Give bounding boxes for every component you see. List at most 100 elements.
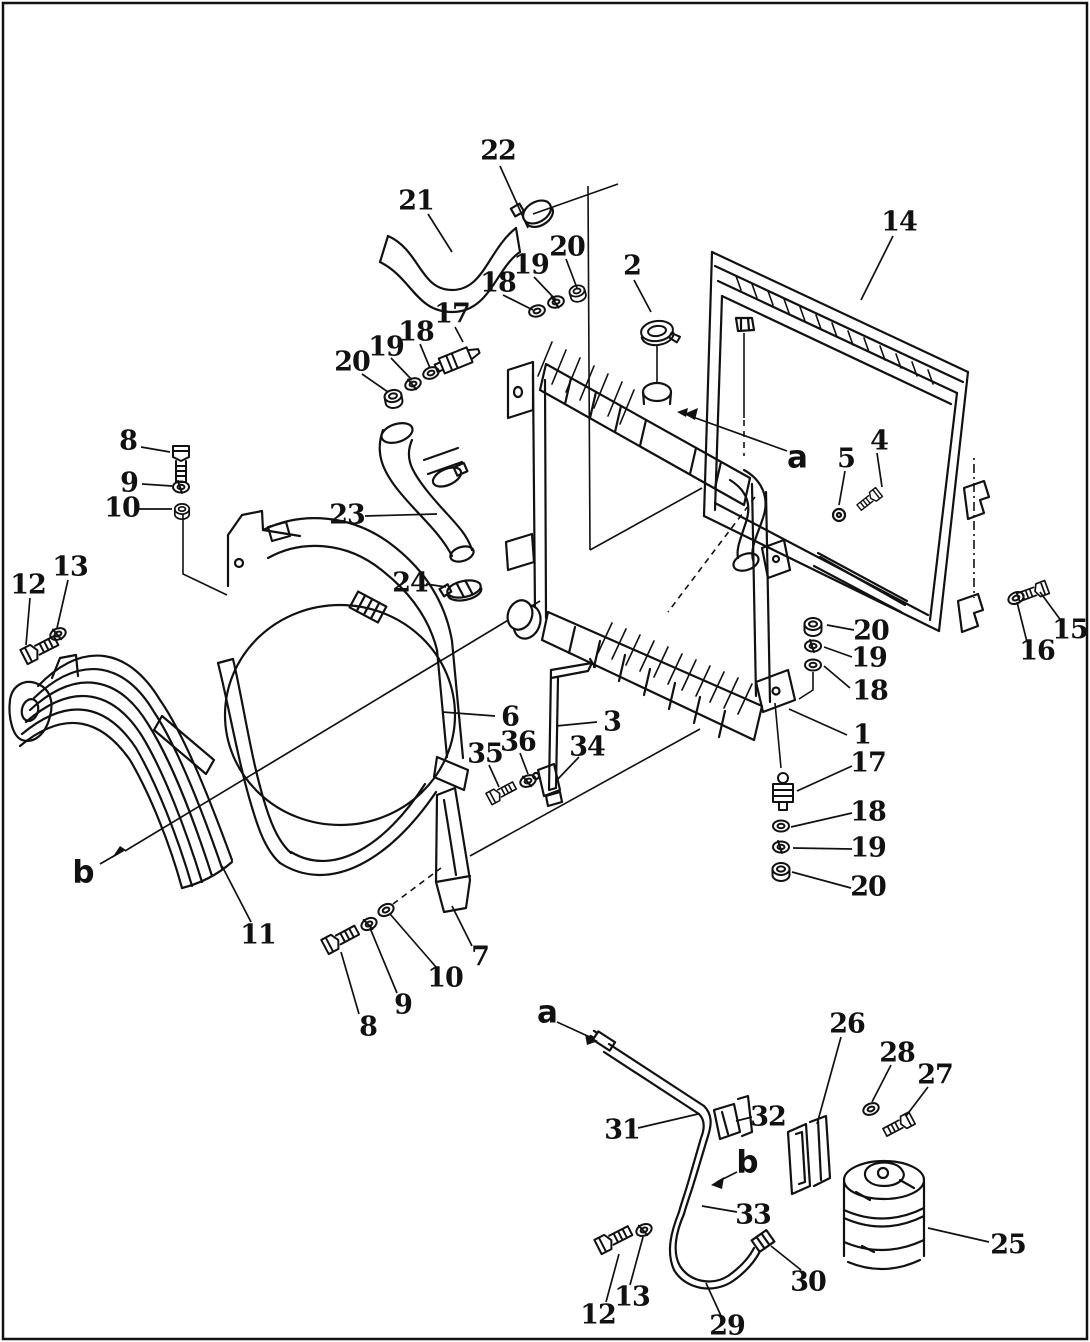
temp-sender-icon — [433, 346, 481, 375]
callout-22: 22 — [480, 135, 517, 167]
callout-20-top2: 20 — [334, 346, 371, 378]
callout-19-right: 19 — [851, 642, 888, 674]
callout-9-top: 9 — [120, 467, 139, 499]
callout-31: 31 — [604, 1114, 641, 1146]
callout-28: 28 — [879, 1037, 916, 1069]
lower-hose-drawing — [378, 422, 483, 602]
callout-b-left: b — [72, 854, 94, 891]
bolt-icon — [172, 445, 190, 483]
callout-29: 29 — [709, 1310, 746, 1342]
callout-11: 11 — [240, 919, 277, 951]
lock-washer-icon — [804, 639, 822, 653]
radiator-drawing — [504, 341, 797, 742]
callout-27: 27 — [917, 1059, 954, 1091]
callout-16: 16 — [1019, 635, 1056, 667]
callout-17-top: 17 — [434, 298, 471, 330]
upper-hose-drawing — [378, 199, 554, 314]
callout-17-bottom: 17 — [850, 747, 887, 779]
grille-louver-hatch — [735, 275, 934, 385]
bolt-icon — [854, 486, 884, 513]
reservoir-drawing — [786, 1114, 926, 1271]
radiator-cap-icon — [640, 319, 682, 347]
callout-18-right: 18 — [852, 675, 889, 707]
lock-washer-icon — [517, 771, 539, 791]
callout-18-top2: 18 — [398, 316, 435, 348]
callout-24: 24 — [392, 567, 429, 599]
callout-12-bottom: 12 — [580, 1299, 617, 1331]
lock-washer-icon — [633, 1220, 655, 1240]
bolt-icon — [485, 779, 519, 806]
callout-25: 25 — [990, 1229, 1027, 1261]
callout-19-top2: 19 — [368, 331, 405, 363]
lock-washer-icon — [47, 624, 69, 644]
callout-20-top: 20 — [549, 231, 586, 263]
lock-washer-icon — [772, 840, 790, 854]
hose-clamp-icon — [509, 199, 554, 229]
callout-13-left: 13 — [52, 551, 89, 583]
callout-10-top: 10 — [104, 492, 141, 524]
callout-a-top: a — [787, 439, 808, 476]
callout-9-bottom: 9 — [394, 989, 413, 1021]
washer-icon — [804, 658, 822, 672]
callout-30: 30 — [790, 1266, 827, 1298]
drain-cock-icon — [772, 772, 794, 811]
washer-icon — [772, 819, 790, 833]
nut-icon — [771, 862, 791, 882]
nut-icon — [567, 282, 589, 305]
washer-icon — [526, 302, 548, 320]
grille-drawing — [702, 250, 991, 634]
fan-duct-drawing — [8, 653, 234, 890]
bolt-icon — [593, 1222, 635, 1256]
leader-arrowheads — [112, 408, 724, 1189]
nut-icon — [803, 617, 823, 637]
lock-washer-icon — [545, 293, 567, 311]
callout-18-bottom: 18 — [850, 796, 887, 828]
callout-19-top: 19 — [513, 249, 550, 281]
callout-12-left: 12 — [10, 569, 47, 601]
callout-13-bottom: 13 — [614, 1281, 651, 1313]
callout-2: 2 — [623, 250, 642, 282]
section-plane-lines — [182, 183, 975, 905]
bolt-icon — [880, 1111, 917, 1140]
callout-36: 36 — [500, 726, 537, 758]
callout-20-right: 20 — [853, 615, 890, 647]
bolt-icon — [320, 922, 362, 956]
callout-32: 32 — [750, 1101, 787, 1133]
callout-5: 5 — [837, 443, 856, 475]
callout-4: 4 — [870, 425, 889, 457]
callout-3: 3 — [603, 706, 622, 738]
lock-washer-icon — [402, 374, 424, 394]
overflow-tube-drawing — [589, 1029, 776, 1290]
washer-icon — [860, 1099, 882, 1119]
callout-7: 7 — [471, 941, 490, 973]
callout-21: 21 — [398, 185, 435, 217]
tube-fitting-30-icon — [750, 1229, 776, 1253]
nut-icon — [173, 503, 191, 521]
callout-26: 26 — [829, 1008, 866, 1040]
callout-20-bottom: 20 — [850, 871, 887, 903]
leader-lines — [25, 165, 1063, 1319]
hardware-icons — [19, 282, 1051, 1256]
callout-b-bottom: b — [736, 1144, 758, 1181]
callout-19-bottom: 19 — [850, 832, 887, 864]
clamp-24-icon — [438, 579, 483, 602]
washer-icon — [420, 364, 442, 382]
callout-18-top: 18 — [480, 267, 517, 299]
fan-shroud-drawing — [216, 509, 472, 914]
callout-8-bottom: 8 — [359, 1011, 378, 1043]
lock-washer-icon — [358, 914, 380, 934]
callout-1: 1 — [853, 719, 872, 751]
callout-14: 14 — [881, 206, 918, 238]
nut-icon — [382, 387, 405, 411]
callout-34: 34 — [569, 731, 606, 763]
callout-a-bottom: a — [537, 994, 558, 1031]
callout-33: 33 — [735, 1199, 772, 1231]
callout-15: 15 — [1052, 614, 1089, 646]
radiator-fins-hatch — [537, 341, 753, 715]
callout-35: 35 — [467, 738, 504, 770]
callout-8-top: 8 — [119, 425, 138, 457]
callout-6: 6 — [501, 701, 520, 733]
callout-10-bottom: 10 — [427, 962, 464, 994]
